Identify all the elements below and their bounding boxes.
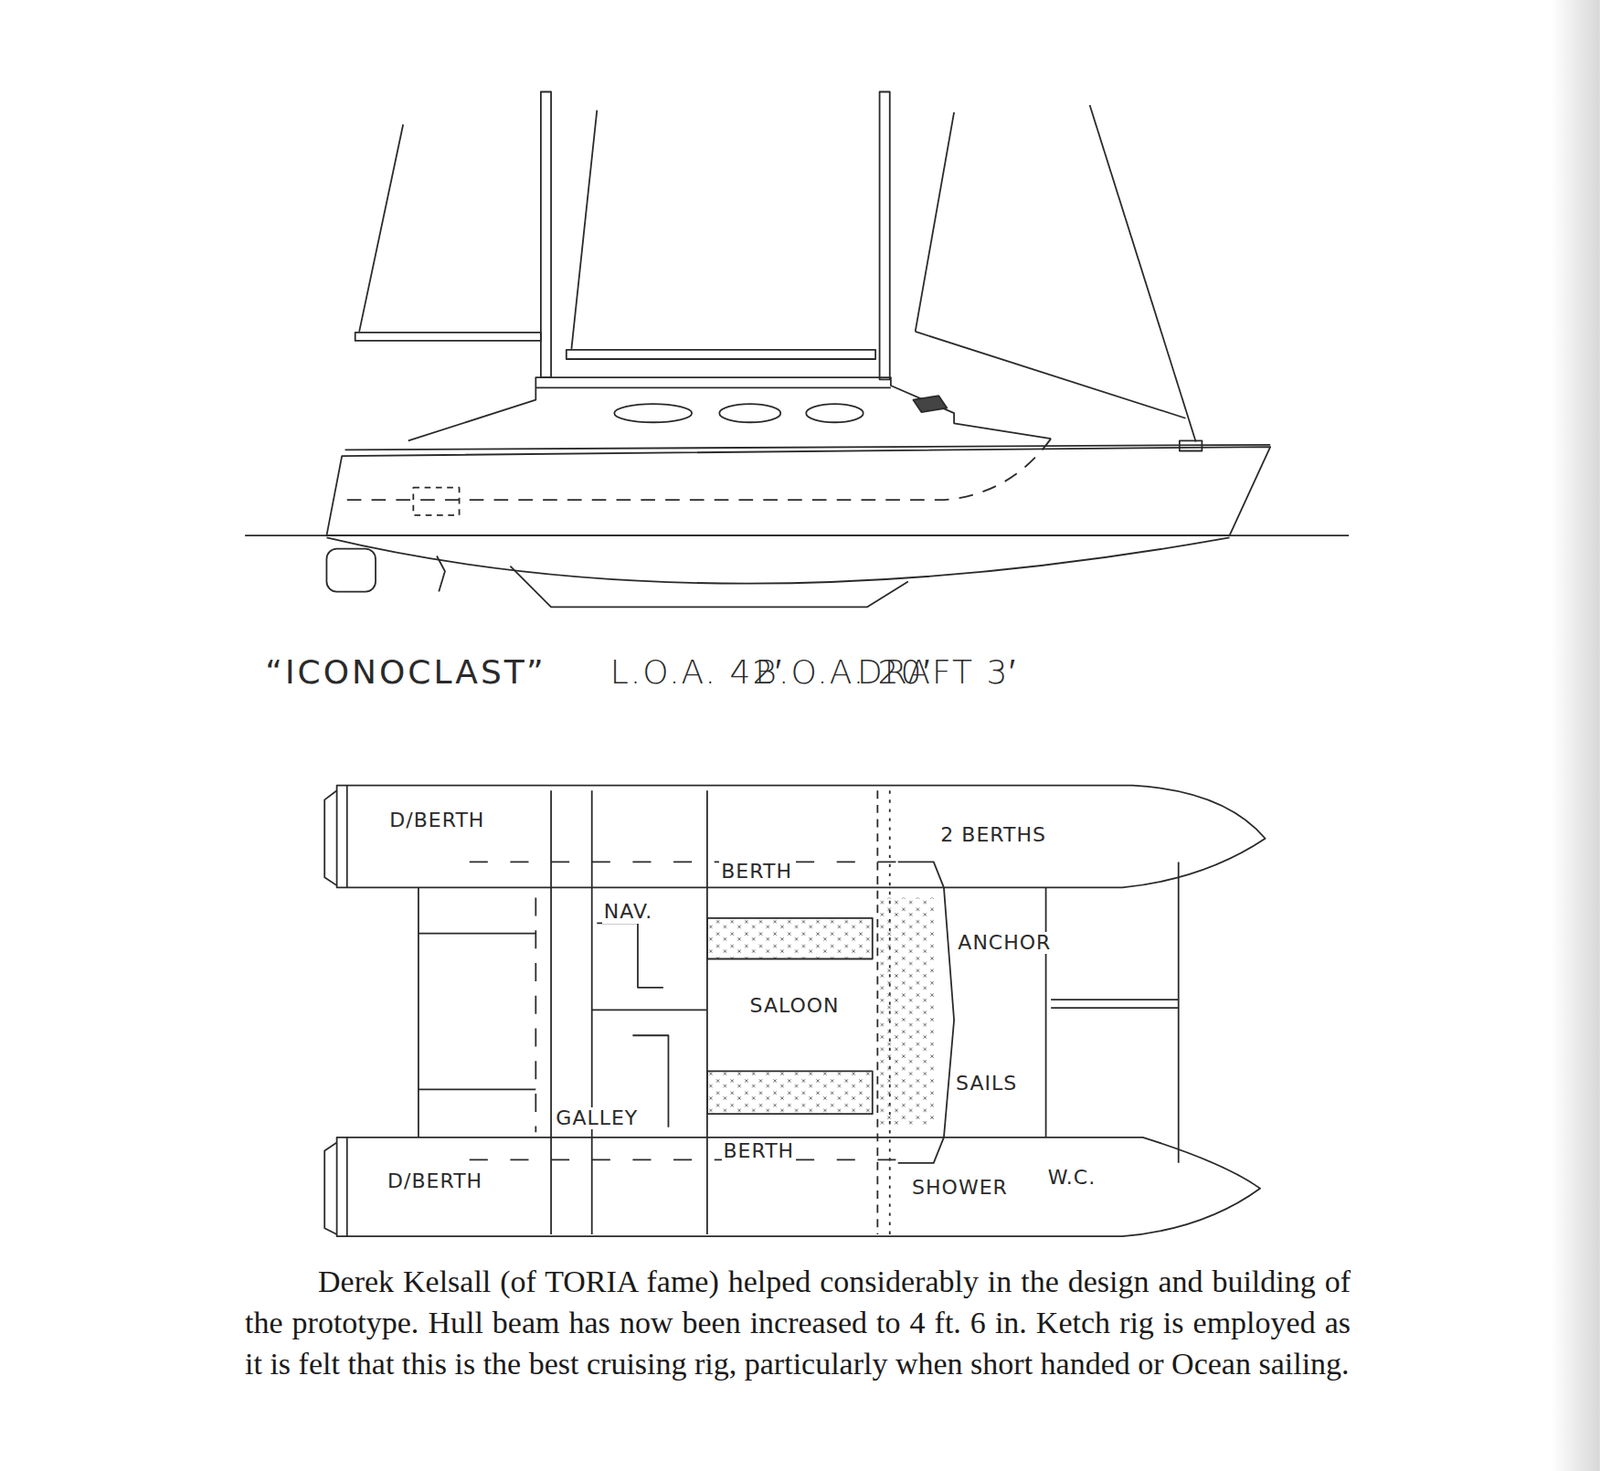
compartment-label: W.C. xyxy=(1046,1166,1099,1189)
dimension-label: DRAFT 3′ xyxy=(857,654,1018,691)
compartment-label: SALOON xyxy=(748,995,842,1018)
compartment-label: BERTH xyxy=(721,1140,797,1163)
compartment-label: GALLEY xyxy=(553,1107,640,1130)
plan-view xyxy=(324,785,1265,1237)
page-edge xyxy=(1550,0,1600,1471)
compartment-label: D/BERTH xyxy=(387,809,487,832)
compartment-label: SAILS xyxy=(953,1072,1019,1095)
compartment-label: ANCHOR xyxy=(955,932,1053,954)
caption-text: Derek Kelsall (of TORIA fame) helped con… xyxy=(244,1260,1351,1385)
profile-view xyxy=(244,91,1349,607)
compartment-label: D/BERTH xyxy=(385,1170,485,1193)
compartment-label: BERTH xyxy=(719,860,795,883)
compartment-label: NAV. xyxy=(602,900,655,923)
boat-name: “ICONOCLAST” xyxy=(264,654,546,691)
compartment-label: 2 BERTHS xyxy=(938,824,1049,847)
compartment-label: SHOWER xyxy=(910,1176,1010,1199)
